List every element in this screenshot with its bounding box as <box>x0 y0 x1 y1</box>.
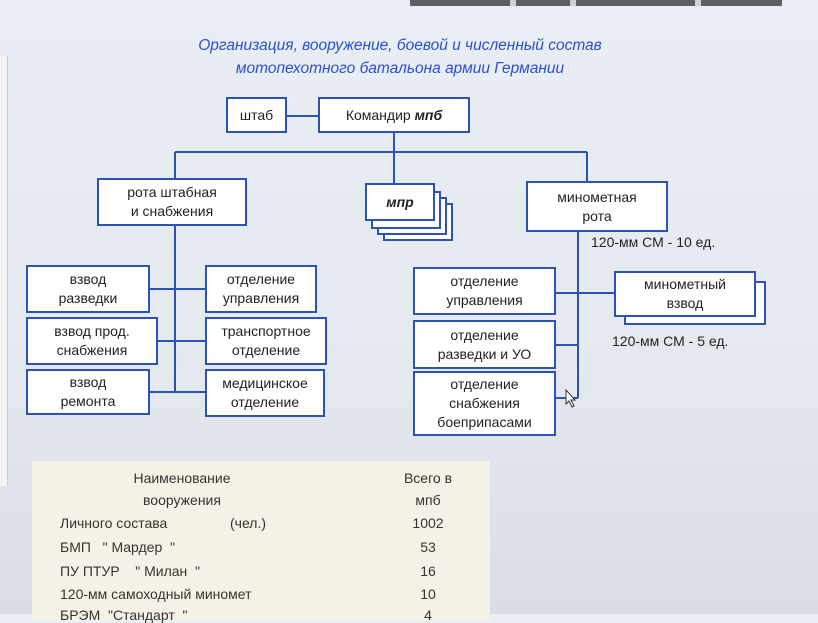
table-row-name: Личного состава <box>60 515 168 531</box>
commander-prefix: Командир <box>345 106 415 123</box>
table-row-value: 4 <box>424 607 432 623</box>
node-rota-shtab: рота штабная и снабжения <box>97 178 247 226</box>
table-row-name: БМП " Мардер " <box>60 539 176 555</box>
table-row-value: 53 <box>420 539 436 555</box>
table-row-name: БРЭМ "Стандарт " <box>60 607 188 623</box>
node-commander: Командир мпб <box>318 97 470 133</box>
table-row-name: ПУ ПТУР " Милан " <box>60 563 201 579</box>
commander-label: Командир мпб <box>346 106 442 125</box>
diagram-title: Организация, вооружение, боевой и числен… <box>120 34 680 80</box>
mouse-cursor-icon <box>565 388 577 408</box>
node-label: штаб <box>239 106 274 123</box>
node-label: отделение управления <box>222 271 300 306</box>
rota-weapons-note: 120-мм СМ - 10 ед. <box>591 234 716 250</box>
top-bar-mark <box>510 0 516 6</box>
table-header-name: Наименование вооружения <box>133 470 231 508</box>
node-otd-upr-left: отделение управления <box>205 265 317 313</box>
node-vzvod-razvedki: взвод разведки <box>26 265 150 313</box>
node-label: минометная рота <box>557 188 637 224</box>
weapons-table: Наименование вооружения Всего в мпб Личн… <box>32 461 490 623</box>
table-row-value: 16 <box>420 563 436 579</box>
title-line-1: Организация, вооружение, боевой и числен… <box>198 37 602 54</box>
node-minomet-rota: минометная рота <box>526 181 668 232</box>
commander-abbr: мпб <box>414 106 443 123</box>
node-mpr: мпр <box>365 183 435 221</box>
top-bar-mark <box>695 0 701 6</box>
node-vzvod-prod: взвод прод. снабжения <box>26 317 158 365</box>
node-shtab: штаб <box>226 97 287 133</box>
table-header-total: Всего в мпб <box>403 470 453 508</box>
node-otd-razv-uo: отделение разведки и УО <box>413 320 556 369</box>
node-medic: медицинское отделение <box>205 369 325 417</box>
vzvod-weapons-note: 120-мм СМ - 5 ед. <box>612 333 729 349</box>
top-bar-mark <box>570 0 576 6</box>
node-label: взвод разведки <box>58 271 118 306</box>
node-label: отделение разведки и УО <box>437 326 532 362</box>
node-transport: транспортное отделение <box>205 317 327 365</box>
table-row-value: 10 <box>420 586 436 602</box>
node-vzvod-remonta: взвод ремонта <box>26 369 150 415</box>
left-panel-strip <box>0 56 8 486</box>
table-row-value: 1002 <box>412 515 444 531</box>
node-label: минометный взвод <box>644 276 726 311</box>
node-label: рота штабная и снабжения <box>127 184 217 219</box>
window-top-bar <box>410 0 782 6</box>
title-line-2: мотопехотного батальона армии Германии <box>235 60 565 77</box>
node-otd-snab: отделение снабжения боеприпасами <box>413 371 556 436</box>
node-label: отделение снабжения боеприпасами <box>437 376 532 430</box>
node-otd-upr-right: отделение управления <box>413 267 556 315</box>
node-label: мпр <box>386 193 414 210</box>
node-label: взвод прод. снабжения <box>54 323 130 358</box>
node-label: взвод ремонта <box>60 374 116 409</box>
table-row-unit: (чел.) <box>230 515 266 531</box>
node-minomet-vzvod: минометный взвод <box>614 271 756 317</box>
node-label: отделение управления <box>446 273 523 308</box>
node-label: транспортное отделение <box>221 323 311 358</box>
node-label: медицинское отделение <box>222 375 308 410</box>
table-row-name: 120-мм самоходный миномет <box>60 586 252 602</box>
